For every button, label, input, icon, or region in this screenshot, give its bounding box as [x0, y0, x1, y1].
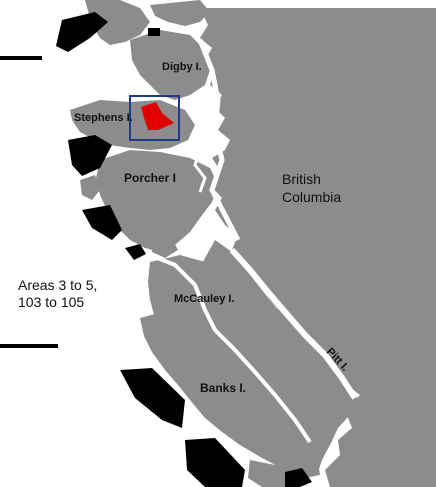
channel-north	[197, 39, 241, 242]
north-small-land	[150, 0, 210, 26]
islet-west-2	[120, 205, 140, 225]
label-areas-line2: 103 to 105	[18, 294, 84, 310]
label-banks-island: Banks I.	[200, 381, 246, 395]
stephens-island	[70, 100, 195, 150]
label-areas-line1: Areas 3 to 5,	[18, 277, 97, 293]
zone-line-bottom	[0, 344, 58, 348]
zone-west-3	[125, 244, 146, 260]
zone-north-small	[148, 28, 160, 36]
pitt-island	[195, 240, 358, 472]
islet-west-1	[80, 175, 100, 200]
zone-south-2	[185, 438, 245, 487]
zone-north	[56, 12, 108, 52]
label-mccauley-island: McCauley I.	[174, 293, 235, 305]
highlight-box	[129, 95, 180, 141]
label-digby-island: Digby I.	[162, 61, 202, 73]
label-porcher-island: Porcher I	[124, 171, 176, 185]
north-land	[85, 0, 150, 45]
mainland-british-columbia	[200, 8, 436, 487]
label-columbia: Columbia	[282, 189, 341, 205]
highlight-area	[141, 102, 174, 130]
digby-island	[130, 30, 210, 100]
channel-west	[149, 253, 312, 444]
channel-inner	[188, 138, 207, 193]
zone-south-1	[120, 368, 185, 428]
porcher-island	[96, 150, 218, 252]
label-stephens-island: Stephens I.	[74, 112, 133, 124]
zone-line-top	[0, 56, 42, 60]
zone-west-1	[68, 135, 112, 176]
zone-west-2	[82, 205, 122, 240]
zone-south-3	[285, 468, 312, 487]
channel-grenville	[229, 247, 358, 400]
banks-island	[140, 310, 320, 478]
label-british: British	[282, 171, 321, 187]
islet-west-3	[150, 235, 178, 258]
